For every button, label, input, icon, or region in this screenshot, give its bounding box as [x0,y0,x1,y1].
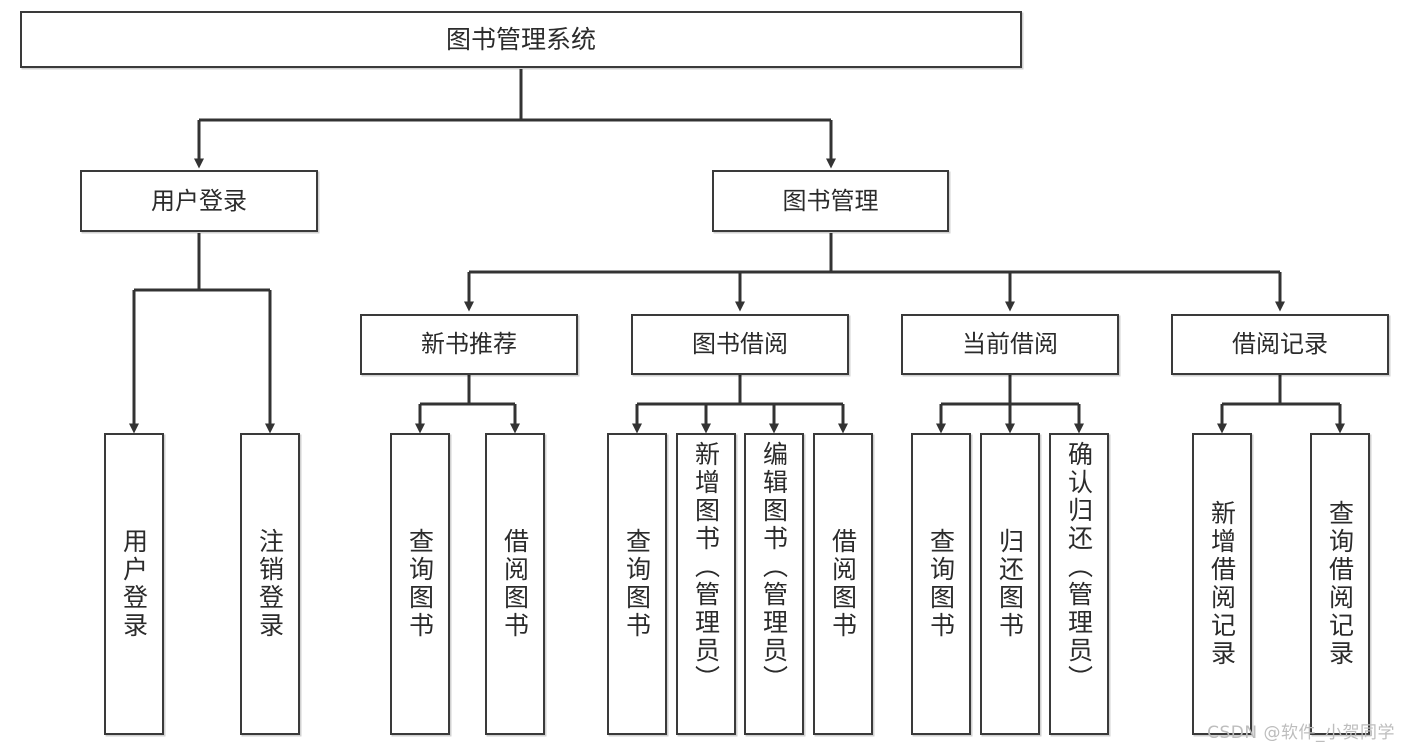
node-label: 确认归还（管理员） [1064,441,1094,693]
leaf-query-book-borrowing[interactable]: 查询图书 [607,433,667,735]
leaf-return-book[interactable]: 归还图书 [980,433,1040,735]
leaf-user-login[interactable]: 用户登录 [104,433,164,735]
node-new-book-recommendation[interactable]: 新书推荐 [360,314,578,375]
node-current-borrowing[interactable]: 当前借阅 [901,314,1119,375]
node-label: 图书管理 [782,186,879,215]
node-label: 图书借阅 [692,330,788,359]
node-label: 借阅图书 [828,528,858,640]
csdn-watermark: CSDN @软件_小贺同学 [1207,723,1395,743]
leaf-confirm-return-admin[interactable]: 确认归还（管理员） [1049,433,1109,735]
leaf-query-borrowing-record[interactable]: 查询借阅记录 [1310,433,1370,735]
leaf-edit-book-admin[interactable]: 编辑图书（管理员） [744,433,804,735]
leaf-query-book-recommendation[interactable]: 查询图书 [390,433,450,735]
node-label: 查询借阅记录 [1325,500,1355,668]
node-label: 用户登录 [119,528,149,640]
node-label: 查询图书 [405,528,435,640]
node-label: 注销登录 [255,528,285,640]
node-book-borrowing[interactable]: 图书借阅 [631,314,849,375]
leaf-logout[interactable]: 注销登录 [240,433,300,735]
leaf-borrow-book-recommendation[interactable]: 借阅图书 [485,433,545,735]
node-label: 新增图书（管理员） [691,441,721,693]
node-root-book-management-system[interactable]: 图书管理系统 [20,11,1022,68]
node-label: 借阅图书 [500,528,530,640]
leaf-add-borrowing-record[interactable]: 新增借阅记录 [1192,433,1252,735]
node-label: 新增借阅记录 [1207,500,1237,668]
leaf-add-book-admin[interactable]: 新增图书（管理员） [676,433,736,735]
leaf-borrow-book-borrowing[interactable]: 借阅图书 [813,433,873,735]
node-label: 借阅记录 [1232,330,1328,359]
node-borrowing-records[interactable]: 借阅记录 [1171,314,1389,375]
node-label: 用户登录 [151,186,247,215]
node-label: 图书管理系统 [445,24,596,54]
node-label: 编辑图书（管理员） [759,441,789,693]
node-label: 查询图书 [926,528,956,640]
node-user-login[interactable]: 用户登录 [80,170,318,232]
leaf-query-book-current[interactable]: 查询图书 [911,433,971,735]
node-label: 新书推荐 [421,330,517,359]
node-book-management[interactable]: 图书管理 [712,170,949,232]
node-label: 当前借阅 [962,330,1058,359]
node-label: 查询图书 [622,528,652,640]
node-label: 归还图书 [995,528,1025,640]
